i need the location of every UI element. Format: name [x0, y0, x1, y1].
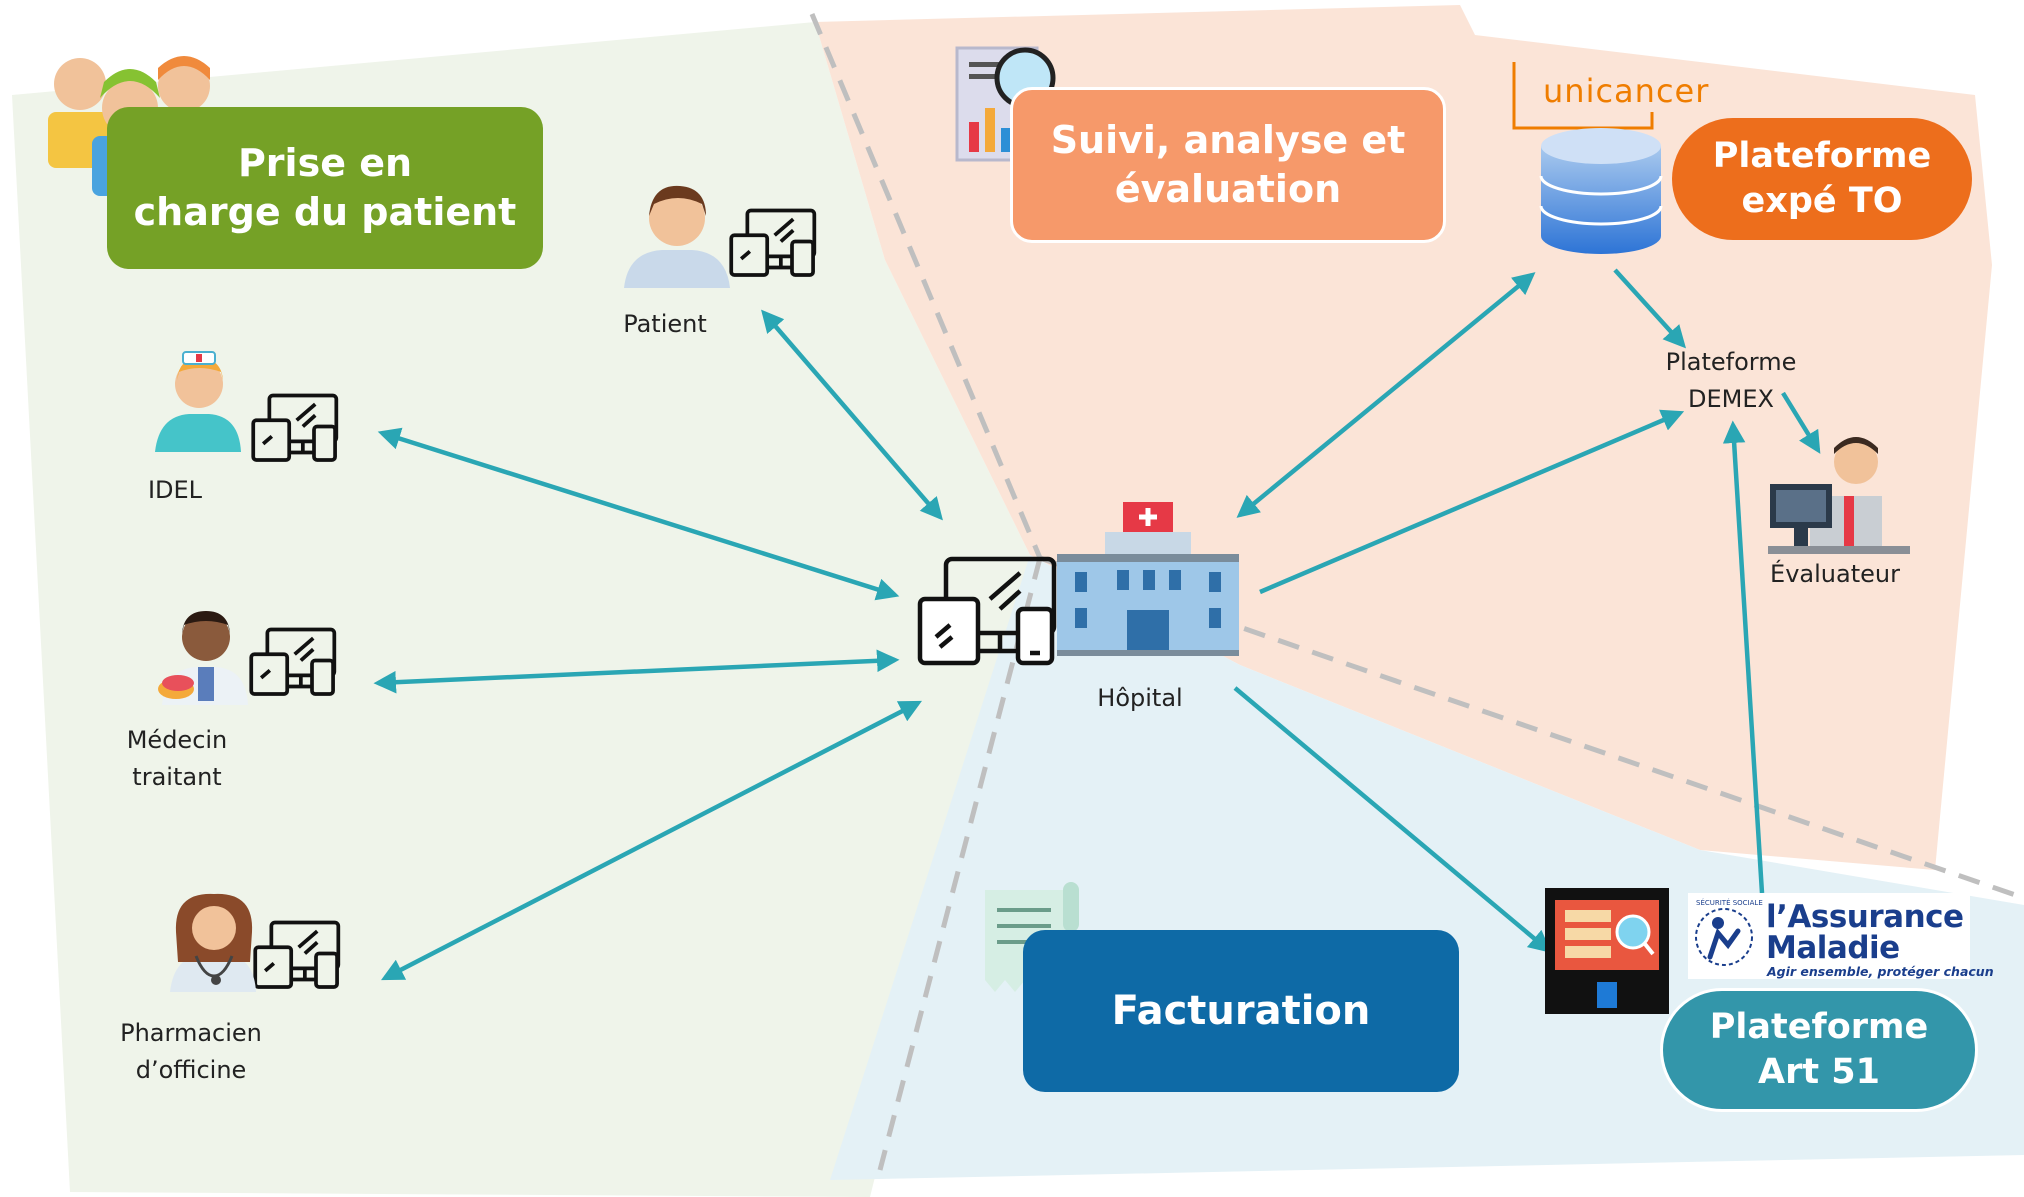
pharmacien-label: Pharmacien d’officine	[120, 1019, 262, 1085]
devices-icon	[253, 920, 341, 989]
database-icon	[1539, 128, 1663, 254]
idel-label: IDEL	[147, 476, 203, 504]
assurance-maladie-tagline: Agir ensemble, protéger chacun	[1767, 964, 1994, 979]
medecin-label: Médecin traitant	[126, 726, 228, 792]
arrow-facturation	[1233, 686, 1552, 953]
facturation-box: Facturation	[1023, 930, 1459, 1092]
nurse-icon	[155, 351, 241, 452]
divider-right	[1039, 555, 2024, 901]
unicancer-bracket	[1512, 62, 1654, 130]
arrow-pharmacien	[381, 700, 922, 981]
arrow-idel	[377, 427, 900, 601]
arrow-unicancer	[1236, 272, 1536, 518]
assurance-maladie-title: l’Assurance Maladie	[1766, 899, 1964, 966]
arrow-patient	[761, 309, 943, 521]
plateforme-art51-label: Plateforme Art 51	[1709, 1006, 1929, 1093]
arrow-db-demex	[1613, 268, 1687, 349]
devices-icon	[249, 627, 337, 696]
doctor-icon	[158, 611, 248, 705]
devices-icon	[251, 393, 339, 462]
hopital-label: Hôpital	[1097, 684, 1183, 712]
patient-label: Patient	[623, 310, 707, 338]
prise-en-charge-label: Prise en charge du patient	[133, 140, 517, 234]
suivi-label: Suivi, analyse et évaluation	[1050, 117, 1406, 211]
evaluateur-label: Évaluateur	[1770, 560, 1900, 588]
patient-icon	[624, 185, 730, 288]
plateforme-expe-label: Plateforme expé TO	[1712, 135, 1932, 222]
arrow-assurance-demex	[1722, 420, 1765, 894]
plateforme-expe-box: Plateforme expé TO	[1672, 118, 1972, 240]
assurance-maladie-logo: SÉCURITÉ SOCIALE	[1688, 893, 1970, 979]
pharmacist-icon	[170, 893, 256, 992]
demex-label: Plateforme DEMEX	[1665, 348, 1797, 414]
arrow-medecin	[373, 649, 900, 694]
arrow-demex	[1259, 409, 1685, 595]
devices-icon	[917, 556, 1057, 666]
plateforme-art51-box: Plateforme Art 51	[1660, 988, 1978, 1112]
divider-upper	[809, 13, 1043, 559]
hospital-icon	[1057, 502, 1239, 656]
billing-screen-icon	[1545, 888, 1669, 1014]
arrow-demex-evaluateur	[1781, 391, 1821, 454]
prise-en-charge-box: Prise en charge du patient	[107, 107, 543, 269]
unicancer-logo: unicancer	[1543, 72, 1710, 110]
facturation-label: Facturation	[1111, 988, 1371, 1034]
devices-icon	[729, 208, 817, 277]
evaluator-icon	[1768, 437, 1910, 554]
securite-sociale-text: SÉCURITÉ SOCIALE	[1696, 898, 1763, 907]
suivi-box: Suivi, analyse et évaluation	[1010, 87, 1446, 243]
